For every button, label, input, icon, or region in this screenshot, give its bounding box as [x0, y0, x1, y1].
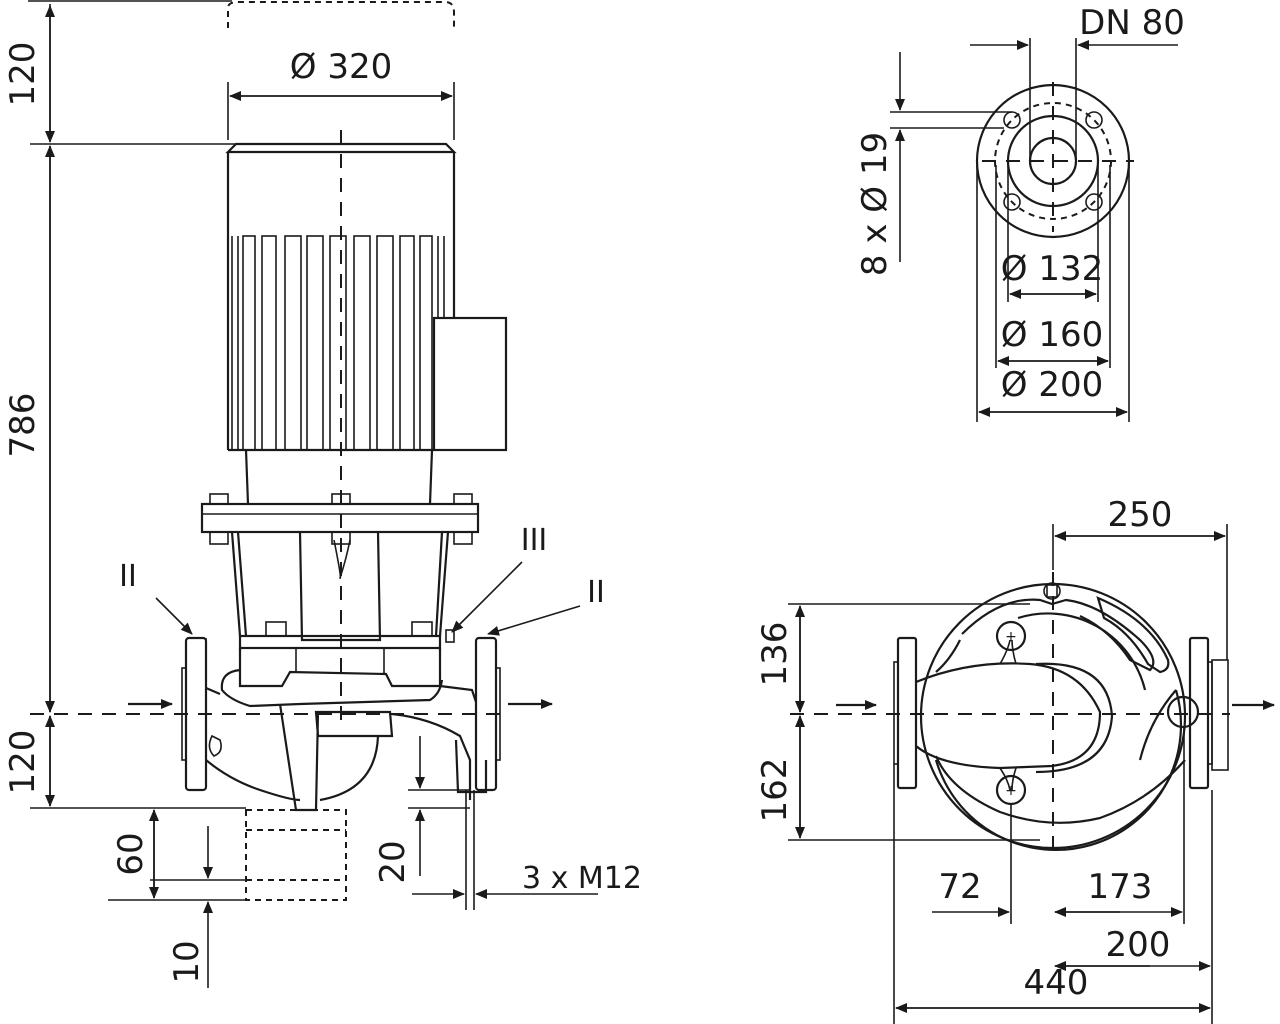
foot-height-label: 20	[373, 840, 413, 883]
base-offset-label: 10	[167, 940, 207, 983]
side-view: Ø 320 120 786 120 60 10 20 3 x M12 II II…	[3, 0, 642, 988]
flange-view: DN 80 8 x Ø 19 Ø 132 Ø 160 Ø 200	[855, 3, 1185, 422]
base-height-label: 60	[111, 832, 151, 875]
nominal-size-label: DN 80	[1079, 3, 1185, 43]
half-length-label: 200	[1106, 925, 1171, 965]
bolt-circle-label: Ø 160	[1001, 315, 1103, 355]
lower-height-label: 162	[755, 758, 795, 823]
motor-fins	[228, 235, 445, 452]
right-offset-label: 173	[1088, 867, 1153, 907]
outlet-port	[1166, 695, 1200, 729]
total-length-label: 440	[1024, 963, 1089, 1003]
bolt-holes-label: 8 x Ø 19	[855, 132, 895, 276]
base-block	[245, 809, 347, 901]
marker-mid-label: III	[521, 523, 548, 558]
motor-diameter-label: Ø 320	[290, 47, 392, 87]
svg-text:+: +	[1005, 629, 1017, 645]
motor-removal-clearance	[227, 1, 455, 28]
marker-left-label: II	[119, 559, 137, 594]
total-height-label: 786	[3, 393, 43, 458]
left-offset-label: 72	[938, 867, 981, 907]
top-clearance-label: 120	[3, 42, 43, 107]
motor-neck	[244, 449, 434, 505]
outer-diameter-label: Ø 200	[1001, 365, 1103, 405]
inner-diameter-label: Ø 132	[1001, 249, 1103, 289]
upper-height-label: 136	[755, 622, 795, 687]
marker-right-label: II	[587, 575, 605, 610]
svg-text:+: +	[1005, 783, 1017, 799]
foot-bolts-label: 3 x M12	[522, 861, 642, 896]
axis-to-edge-label: 250	[1108, 495, 1173, 535]
vent-plug-top	[995, 620, 1027, 652]
terminal-box	[432, 316, 508, 452]
motor-cap	[225, 142, 457, 154]
top-view: + +	[755, 495, 1275, 1024]
pump-foot	[278, 703, 320, 812]
axis-to-base-label: 120	[3, 730, 43, 795]
